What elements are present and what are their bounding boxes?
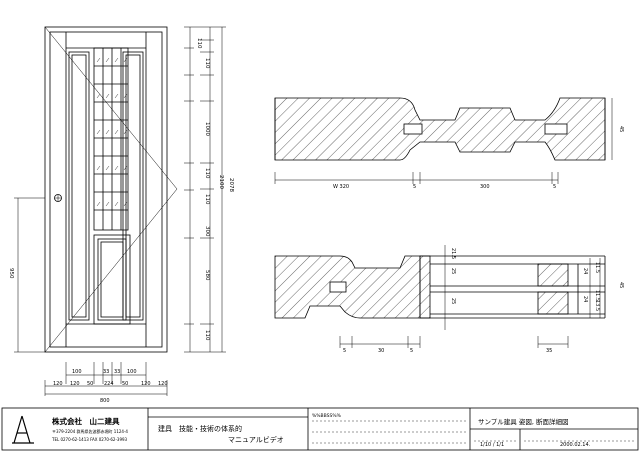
drawing-scale: 1/10 / 1/1	[480, 442, 504, 448]
dim-label: 950	[8, 268, 14, 279]
dim-label: 2100	[218, 175, 224, 189]
dim-label: 50	[87, 381, 93, 387]
dim-label: 100	[72, 369, 82, 375]
dim-label: 120	[158, 381, 168, 387]
dim-label: 110	[204, 168, 210, 179]
section-bottom-profile	[274, 255, 421, 319]
section-top-dimensions	[274, 98, 613, 184]
dim-label: 2078	[228, 178, 234, 192]
title-block-text: 株式会社 山二建具 〒379-2204 群馬県佐波郡赤堀町 1124-4 TEL…	[51, 413, 591, 448]
dim-label: 5	[410, 348, 413, 354]
dim-label: 110	[204, 330, 210, 341]
dim-label: 120	[53, 381, 63, 387]
door-bottom-dimensions	[44, 362, 168, 396]
dim-label: 120	[141, 381, 151, 387]
dim-label: 110	[196, 38, 202, 49]
dim-label: 800	[100, 398, 110, 404]
section-top-dim-labels: W 320 5 300 5 45	[333, 126, 624, 190]
dim-label: 50	[122, 381, 128, 387]
door-right-dimensions	[184, 26, 226, 353]
glass-slot-left	[403, 123, 423, 135]
door-left-dimension	[14, 197, 45, 353]
company-phone: TEL 0270-62-1413 FAX 0270-62-3993	[51, 437, 128, 442]
door-handle-icon	[54, 194, 62, 202]
section-bottom-dim-labels: 5 30 5 35 21.5 25 25 24 24 11.5 11.5 13.…	[343, 248, 624, 354]
dim-label: 45	[618, 126, 624, 132]
section-detail-top	[274, 97, 606, 161]
glass-panel	[93, 47, 129, 231]
dim-label: 580	[204, 270, 210, 281]
door-right-dim-labels: 110 110 1000 110 110 300 580 110 2100 20…	[196, 38, 234, 341]
drawing-date: 2000.02.14.	[560, 442, 591, 448]
section-detail-bottom	[274, 255, 606, 319]
dim-label: 1000	[204, 122, 210, 136]
dim-label: 45	[618, 282, 624, 288]
dim-label: 30	[378, 348, 384, 354]
course-label-2: マニュアルビデオ	[228, 435, 284, 444]
dim-label: 5	[413, 184, 416, 190]
dim-label: 224	[104, 381, 114, 387]
dim-label: 35	[546, 348, 552, 354]
course-label: 建具 技能・技術の体系的	[158, 424, 242, 433]
door-bottom-dim-labels: 100 33 33 100 120 120 50 224 50 120 120 …	[53, 369, 168, 404]
dim-label: 11.5	[594, 290, 600, 301]
section-bottom-dimensions	[339, 245, 601, 348]
drawing-title: サンプル建具 姿図, 断面詳細図	[478, 417, 569, 426]
notes-label: %%BBSS%%	[312, 413, 342, 419]
dim-label: 11.5	[594, 262, 600, 273]
door-outer-frame	[44, 26, 168, 353]
door-elevation	[44, 26, 178, 353]
dim-label: 120	[70, 381, 80, 387]
dim-label: 21.5	[450, 248, 456, 259]
dim-label: W 320	[333, 184, 349, 190]
dim-label: 25	[450, 268, 456, 274]
glass-slot-right	[544, 123, 568, 135]
dim-label: 110	[204, 194, 210, 205]
dim-label: 25	[450, 298, 456, 304]
dim-label: 110	[204, 58, 210, 69]
left-side-panel	[68, 51, 90, 321]
dim-label: 5	[343, 348, 346, 354]
glass-slot-bottom	[329, 281, 347, 293]
company-logo-icon	[12, 415, 34, 444]
door-inner-frame	[49, 31, 163, 348]
company-name: 株式会社 山二建具	[52, 416, 120, 426]
dim-label: 33	[103, 369, 109, 375]
dim-label: 24	[582, 296, 588, 302]
dim-label: 13.5	[594, 300, 600, 311]
dim-label: 100	[127, 369, 137, 375]
lower-panel	[97, 238, 127, 321]
company-address: 〒379-2204 群馬県佐波郡赤堀町 1124-4	[52, 428, 128, 434]
dim-label: 300	[204, 226, 210, 237]
dim-label: 300	[480, 184, 490, 190]
right-side-panel	[122, 51, 144, 321]
dim-label: 33	[114, 369, 120, 375]
title-block	[1, 407, 639, 451]
dim-label: 5	[553, 184, 556, 190]
dim-label: 24	[582, 268, 588, 274]
